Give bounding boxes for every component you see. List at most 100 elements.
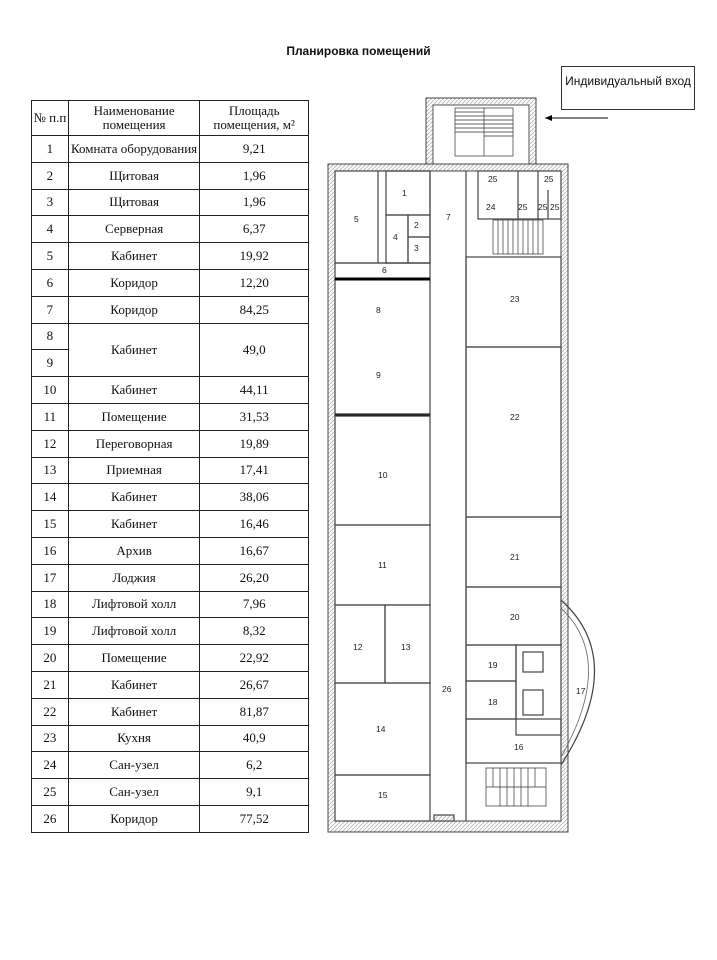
cell-area: 84,25 <box>199 295 309 324</box>
cell-area: 1,96 <box>199 188 309 217</box>
cell-name: Помещение <box>67 402 201 431</box>
cell-number: 17 <box>31 563 69 592</box>
header-area: Площадь помещения, м² <box>199 100 309 136</box>
plan-label-8: 8 <box>376 305 381 315</box>
cell-name: Кабинет <box>67 376 201 404</box>
cell-number: 14 <box>31 483 69 512</box>
cell-name: Сан-узел <box>67 778 201 806</box>
cell-area: 9,21 <box>199 135 309 163</box>
cell-name: Кабинет <box>67 697 201 726</box>
plan-label-11: 11 <box>378 560 387 570</box>
cell-name: Лифтовой холл <box>67 617 201 646</box>
cell-number: 4 <box>31 215 69 244</box>
cell-number: 3 <box>31 188 69 217</box>
plan-label-5: 5 <box>354 214 359 224</box>
table-header-row: № п.п Наименование помещения Площадь пом… <box>31 100 309 136</box>
cell-name: Кабинет <box>67 670 201 699</box>
plan-label-22: 22 <box>510 412 520 422</box>
plan-label-25: 25 <box>488 174 498 184</box>
cell-number: 11 <box>31 402 69 431</box>
cell-area: 31,53 <box>199 402 309 431</box>
plan-label-16: 16 <box>514 742 524 752</box>
cell-name: Архив <box>67 536 201 565</box>
cell-number: 16 <box>31 536 69 565</box>
plan-label-17: 17 <box>576 686 586 696</box>
cell-number: 26 <box>31 804 69 833</box>
cell-name: Щитовая <box>67 188 201 217</box>
plan-label-25e: 25 <box>550 202 560 212</box>
cell-name: Кухня <box>67 724 201 753</box>
cell-name: Кабинет <box>67 510 201 538</box>
interior-walls <box>334 115 608 822</box>
cell-area: 19,92 <box>199 242 309 270</box>
plan-label-13: 13 <box>401 642 411 652</box>
table-row: 9 <box>31 349 309 378</box>
cell-area: 44,11 <box>199 376 309 404</box>
cell-number: 18 <box>31 590 69 619</box>
cell-area: 26,67 <box>199 670 309 699</box>
plan-label-10: 10 <box>378 470 388 480</box>
cell-number: 5 <box>31 242 69 270</box>
cell-name: Кабинет <box>67 322 201 378</box>
cell-name: Коридор <box>67 268 201 297</box>
staircase-top <box>454 107 514 157</box>
plan-label-25b: 25 <box>544 174 554 184</box>
header-number: № п.п <box>31 100 69 136</box>
cell-name: Сан-узел <box>67 751 201 780</box>
cell-area: 38,06 <box>199 483 309 512</box>
cell-number: 21 <box>31 670 69 699</box>
cell-area: 49,0 <box>199 322 309 378</box>
cell-number: 6 <box>31 268 69 297</box>
cell-area: 12,20 <box>199 268 309 297</box>
cell-area: 22,92 <box>199 644 309 672</box>
cell-name: Лоджия <box>67 563 201 592</box>
building-walls <box>327 97 569 833</box>
cell-area: 77,52 <box>199 804 309 833</box>
cell-area: 16,46 <box>199 510 309 538</box>
cell-name: Коридор <box>67 804 201 833</box>
cell-area: 26,20 <box>199 563 309 592</box>
cell-number: 20 <box>31 644 69 672</box>
cell-number: 2 <box>31 161 69 190</box>
rooms-table: № п.п Наименование помещения Площадь пом… <box>31 100 309 833</box>
plan-label-25d: 25 <box>538 202 548 212</box>
plan-label-15: 15 <box>378 790 388 800</box>
cell-number: 8 <box>31 322 69 351</box>
cell-name: Лифтовой холл <box>67 590 201 619</box>
cell-number: 12 <box>31 429 69 458</box>
plan-label-2: 2 <box>414 220 419 230</box>
plan-label-21: 21 <box>510 552 520 562</box>
plan-label-4: 4 <box>393 232 398 242</box>
cell-number: 1 <box>31 135 69 163</box>
plan-label-23: 23 <box>510 294 520 304</box>
floor-plan: 1 2 3 4 5 6 7 8 9 10 11 12 13 14 15 16 1… <box>327 97 608 833</box>
entrance-label: Индивидуальный вход <box>561 66 695 110</box>
plan-label-26: 26 <box>442 684 452 694</box>
plan-label-1: 1 <box>402 188 407 198</box>
cell-name: Щитовая <box>67 161 201 190</box>
plan-label-19: 19 <box>488 660 498 670</box>
plan-label-6: 6 <box>382 265 387 275</box>
plan-label-7: 7 <box>446 212 451 222</box>
cell-name: Кабинет <box>67 483 201 512</box>
cell-number: 13 <box>31 456 69 485</box>
header-name: Наименование помещения <box>67 100 201 136</box>
cell-name: Переговорная <box>67 429 201 458</box>
